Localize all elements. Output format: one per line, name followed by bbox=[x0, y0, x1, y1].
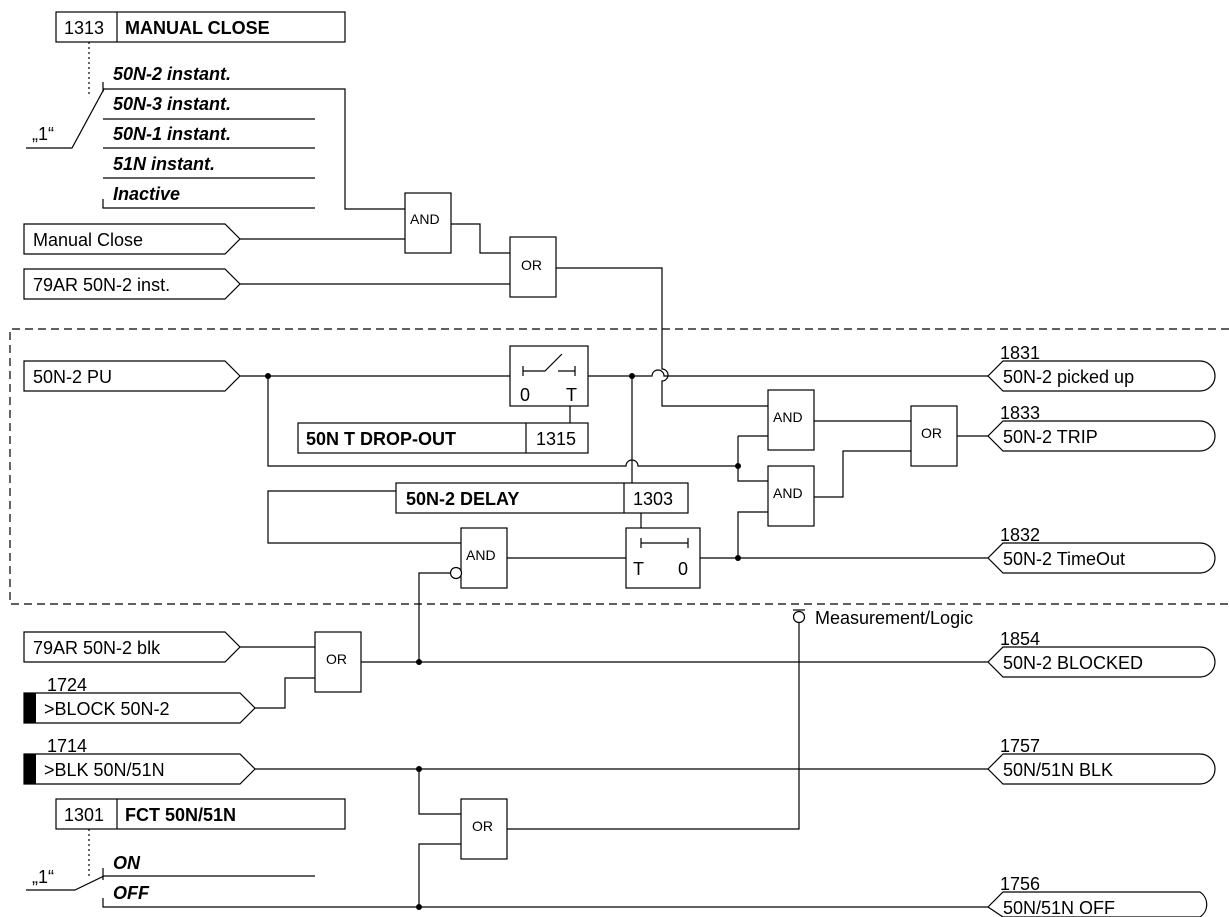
svg-text:AND: AND bbox=[773, 485, 803, 501]
svg-text:50N-2 DELAY: 50N-2 DELAY bbox=[406, 489, 519, 509]
and-gate-trip-2: AND bbox=[767, 465, 815, 527]
param-drop-out: 50N T DROP-OUT 1315 bbox=[297, 422, 589, 454]
param-function: 1301 FCT 50N/51N bbox=[55, 798, 346, 830]
option-inactive: Inactive bbox=[113, 184, 180, 204]
svg-text:>BLK 50N/51N: >BLK 50N/51N bbox=[44, 760, 165, 780]
input-ar-blk: 79AR 50N-2 blk bbox=[23, 631, 241, 663]
svg-text:AND: AND bbox=[466, 547, 496, 563]
svg-text:OR: OR bbox=[472, 818, 493, 834]
selector-label-2: „1“ bbox=[32, 867, 54, 887]
svg-text:T: T bbox=[633, 559, 644, 579]
svg-text:OR: OR bbox=[326, 651, 347, 667]
svg-text:AND: AND bbox=[773, 409, 803, 425]
measurement-logic-marker: Measurement/Logic bbox=[792, 608, 973, 628]
option-51n-instant: 51N instant. bbox=[113, 154, 215, 174]
svg-text:50N T DROP-OUT: 50N T DROP-OUT bbox=[306, 429, 456, 449]
input-pickup: 50N-2 PU bbox=[23, 360, 241, 392]
svg-text:0: 0 bbox=[678, 559, 688, 579]
drop-out-timer: 0 T bbox=[509, 345, 589, 407]
svg-text:T: T bbox=[566, 385, 577, 405]
output-blocked: 1854 50N-2 BLOCKED bbox=[987, 629, 1216, 678]
param-manual-close: 1313 MANUAL CLOSE bbox=[55, 11, 346, 43]
svg-text:79AR 50N-2 blk: 79AR 50N-2 blk bbox=[33, 638, 161, 658]
input-block-50n2: 1724 >BLOCK 50N-2 bbox=[23, 675, 256, 724]
param-address: 1313 bbox=[64, 18, 104, 38]
option-on: ON bbox=[113, 853, 141, 873]
svg-text:50N/51N BLK: 50N/51N BLK bbox=[1003, 760, 1113, 780]
svg-text:1756: 1756 bbox=[1000, 874, 1040, 894]
svg-text:1303: 1303 bbox=[633, 489, 673, 509]
or-gate-function: OR bbox=[460, 798, 508, 860]
svg-text:50N-2 TimeOut: 50N-2 TimeOut bbox=[1003, 549, 1125, 569]
svg-text:FCT 50N/51N: FCT 50N/51N bbox=[125, 805, 236, 825]
manual-close-selector: „1“ 50N-2 instant. 50N-3 instant. 50N-1 … bbox=[26, 64, 405, 210]
and-gate-delay: AND bbox=[449, 527, 508, 589]
param-delay: 50N-2 DELAY 1303 bbox=[395, 482, 689, 514]
svg-text:79AR 50N-2 inst.: 79AR 50N-2 inst. bbox=[33, 275, 170, 295]
svg-text:Manual Close: Manual Close bbox=[33, 230, 143, 250]
input-blk-50n51n: 1714 >BLK 50N/51N bbox=[23, 736, 256, 785]
param-name: MANUAL CLOSE bbox=[125, 18, 270, 38]
and-gate-manual-close: AND bbox=[404, 192, 452, 254]
output-trip: 1833 50N-2 TRIP bbox=[987, 403, 1216, 452]
or-gate-block: OR bbox=[314, 631, 362, 693]
svg-text:1714: 1714 bbox=[47, 736, 87, 756]
or-gate-manual-close: OR bbox=[509, 236, 557, 298]
measurement-logic-label: Measurement/Logic bbox=[815, 608, 973, 628]
delay-timer: T 0 bbox=[625, 527, 701, 589]
selector-label: „1“ bbox=[32, 124, 54, 144]
svg-text:1301: 1301 bbox=[64, 805, 104, 825]
svg-text:OR: OR bbox=[521, 257, 542, 273]
svg-text:50N-2 BLOCKED: 50N-2 BLOCKED bbox=[1003, 653, 1143, 673]
and-gate-trip-1: AND bbox=[767, 389, 815, 451]
option-off: OFF bbox=[113, 883, 150, 903]
svg-text:AND: AND bbox=[410, 211, 440, 227]
or-gate-trip: OR bbox=[910, 405, 958, 467]
input-manual-close: Manual Close bbox=[23, 223, 241, 255]
svg-text:50N-2 picked up: 50N-2 picked up bbox=[1003, 367, 1134, 387]
measurement-zone-border bbox=[9, 328, 1229, 605]
svg-text:0: 0 bbox=[520, 385, 530, 405]
svg-text:1833: 1833 bbox=[1000, 403, 1040, 423]
svg-text:1757: 1757 bbox=[1000, 736, 1040, 756]
svg-text:1832: 1832 bbox=[1000, 525, 1040, 545]
svg-text:50N-2 TRIP: 50N-2 TRIP bbox=[1003, 427, 1098, 447]
svg-text:>BLOCK 50N-2: >BLOCK 50N-2 bbox=[44, 699, 170, 719]
svg-text:OR: OR bbox=[921, 425, 942, 441]
input-ar-inst: 79AR 50N-2 inst. bbox=[23, 268, 241, 300]
svg-text:1831: 1831 bbox=[1000, 343, 1040, 363]
junctions bbox=[265, 373, 741, 910]
option-50n1-instant: 50N-1 instant. bbox=[113, 124, 231, 144]
svg-text:50N-2 PU: 50N-2 PU bbox=[33, 367, 112, 387]
option-50n3-instant: 50N-3 instant. bbox=[113, 94, 231, 114]
output-picked-up: 1831 50N-2 picked up bbox=[987, 343, 1216, 392]
output-blk: 1757 50N/51N BLK bbox=[987, 736, 1216, 785]
output-timeout: 1832 50N-2 TimeOut bbox=[987, 525, 1216, 574]
svg-text:1315: 1315 bbox=[536, 429, 576, 449]
svg-text:1724: 1724 bbox=[47, 675, 87, 695]
output-off: 1756 50N/51N OFF bbox=[987, 874, 1208, 917]
svg-text:1854: 1854 bbox=[1000, 629, 1040, 649]
svg-text:50N/51N OFF: 50N/51N OFF bbox=[1003, 898, 1115, 917]
option-50n2-instant: 50N-2 instant. bbox=[113, 64, 231, 84]
function-selector: „1“ ON OFF bbox=[26, 853, 988, 908]
